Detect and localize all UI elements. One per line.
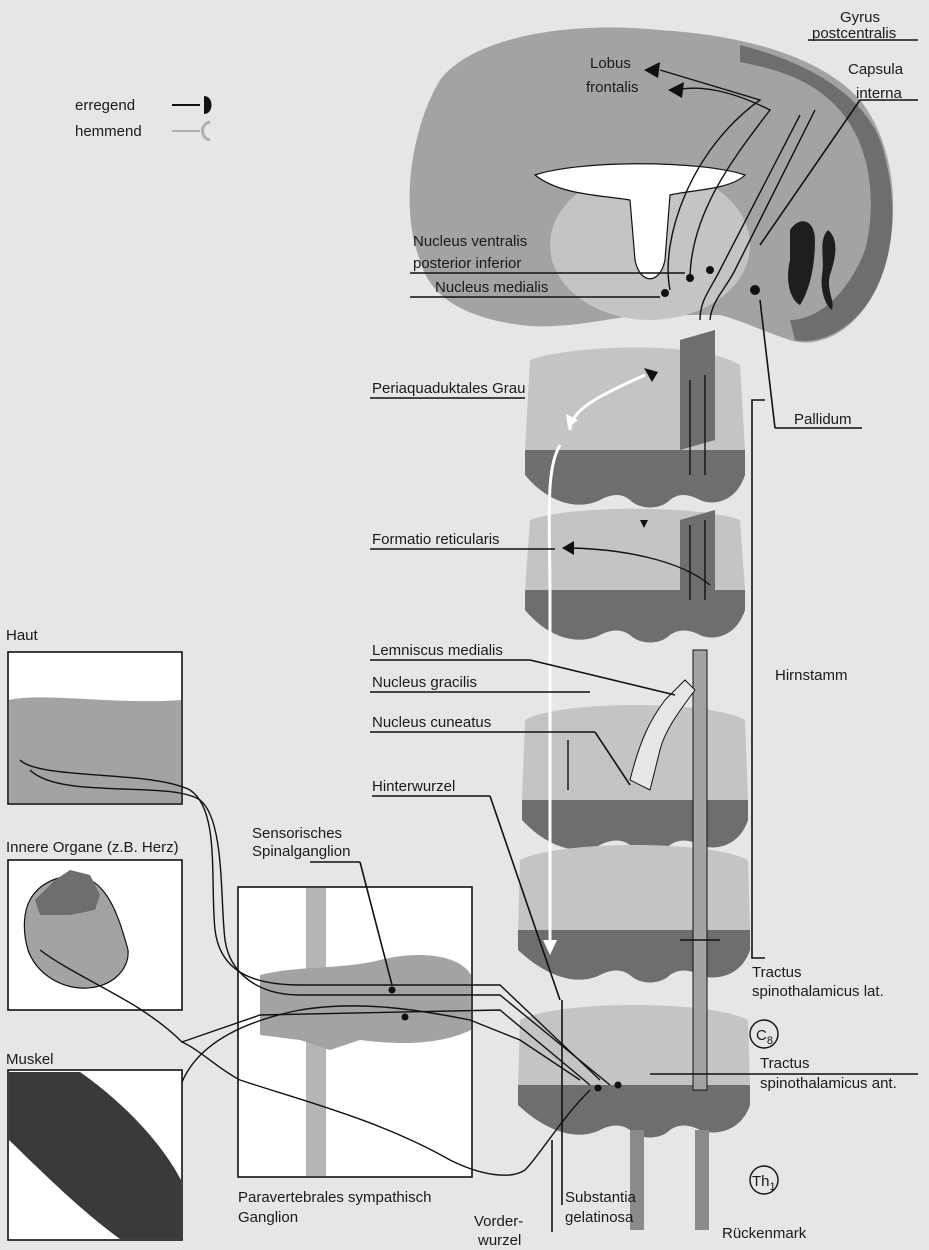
label-capsula-1: Capsula xyxy=(848,61,904,78)
segment-lower-medulla-base xyxy=(518,930,750,983)
label-pallidum: Pallidum xyxy=(794,411,852,428)
label-substantia-1: Substantia xyxy=(565,1189,637,1206)
label-paravertebrales-1: Paravertebrales sympathisch xyxy=(238,1189,431,1206)
label-haut: Haut xyxy=(6,627,39,644)
label-sensorisches-2: Spinalganglion xyxy=(252,843,350,860)
legend-inhibitory-symbol xyxy=(203,122,211,140)
leader-lemniscus-diag xyxy=(530,660,675,695)
label-gyrus-2: postcentralis xyxy=(812,25,896,42)
label-tractus-lat-2: spinothalamicus lat. xyxy=(752,983,884,1000)
label-tractus-ant-1: Tractus xyxy=(760,1055,809,1072)
label-medialis: Nucleus medialis xyxy=(435,279,548,296)
tissue-boxes xyxy=(8,652,472,1240)
label-lemniscus: Lemniscus medialis xyxy=(372,642,503,659)
tract-pons-dark xyxy=(680,510,715,610)
label-pag: Periaquaduktales Grau xyxy=(372,380,525,397)
synapse-dot-7 xyxy=(595,1085,602,1092)
label-hinterwurzel: Hinterwurzel xyxy=(372,778,455,795)
label-lobus-2: frontalis xyxy=(586,79,639,96)
synapse-dot-4 xyxy=(661,289,669,297)
synapse-dot-2 xyxy=(686,274,694,282)
label-gyrus-1: Gyrus xyxy=(840,9,880,26)
legend-inhibitory-label: hemmend xyxy=(75,123,142,140)
synapse-dot-3 xyxy=(706,266,714,274)
label-rueckenmark: Rückenmark xyxy=(722,1225,807,1242)
segment-midbrain-base xyxy=(525,450,745,508)
label-formatio: Formatio reticularis xyxy=(372,531,500,548)
synapse-dot-6 xyxy=(402,1014,409,1021)
label-c8: C8 xyxy=(756,1027,773,1047)
label-lobus-1: Lobus xyxy=(590,55,631,72)
bracket-hirnstamm xyxy=(752,400,765,958)
label-cuneatus: Nucleus cuneatus xyxy=(372,714,491,731)
synapse-dot-5 xyxy=(389,987,396,994)
legend-excitatory-label: erregend xyxy=(75,97,135,114)
synapse-dot-1 xyxy=(750,285,760,295)
label-tractus-ant-2: spinothalamicus ant. xyxy=(760,1075,897,1092)
label-vorderwurzel-1: Vorder- xyxy=(474,1213,523,1230)
segment-medulla-base xyxy=(522,800,748,853)
label-vpi-1: Nucleus ventralis xyxy=(413,233,527,250)
legend: erregend hemmend xyxy=(75,96,212,140)
label-innere-organe: Innere Organe (z.B. Herz) xyxy=(6,839,179,856)
synapse-dot-8 xyxy=(615,1082,622,1089)
tract-column xyxy=(693,650,707,1090)
label-hirnstamm: Hirnstamm xyxy=(775,667,848,684)
label-vorderwurzel-2: wurzel xyxy=(477,1232,521,1249)
label-gracilis: Nucleus gracilis xyxy=(372,674,477,691)
spinal-column-right xyxy=(695,1130,709,1230)
label-capsula-2: interna xyxy=(856,85,903,102)
label-substantia-2: gelatinosa xyxy=(565,1209,634,1226)
label-sensorisches-1: Sensorisches xyxy=(252,825,342,842)
segment-spinal-cord-base xyxy=(518,1085,750,1138)
label-paravertebrales-2: Ganglion xyxy=(238,1209,298,1226)
label-tractus-lat-1: Tractus xyxy=(752,964,801,981)
label-vpi-2: posterior inferior xyxy=(413,255,521,272)
tract-midbrain-dark xyxy=(680,330,715,450)
legend-excitatory-symbol xyxy=(204,96,212,114)
label-th1: Th1 xyxy=(752,1173,776,1193)
label-muskel: Muskel xyxy=(6,1051,54,1068)
